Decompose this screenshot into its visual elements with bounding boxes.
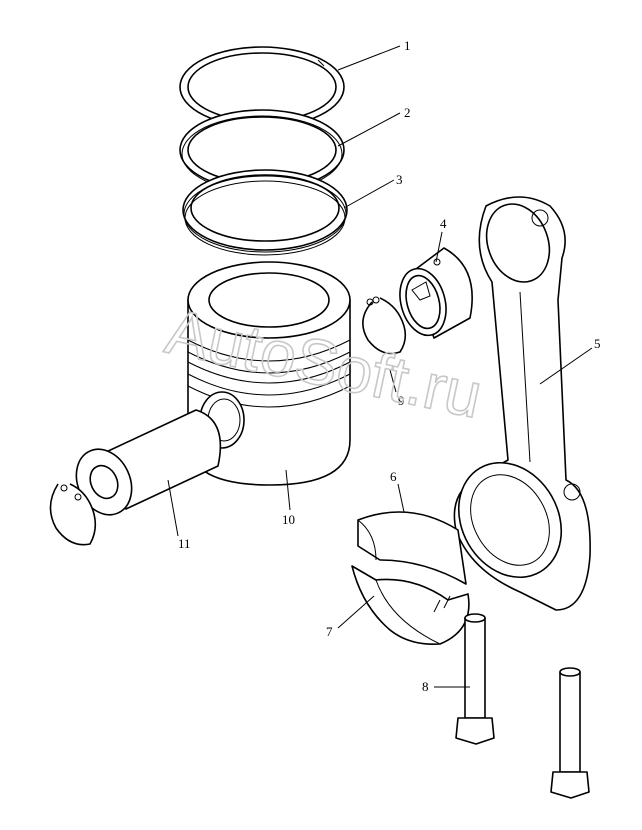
circlip-left bbox=[49, 483, 97, 546]
callout-2: 2 bbox=[404, 105, 411, 120]
callout-10: 10 bbox=[282, 512, 295, 527]
bearing-shell-lower bbox=[351, 565, 470, 646]
piston-ring-2 bbox=[179, 109, 345, 193]
callout-1: 1 bbox=[404, 38, 411, 53]
callout-9: 9 bbox=[398, 393, 405, 408]
callout-3: 3 bbox=[396, 172, 403, 187]
rod-bolt-2 bbox=[550, 667, 590, 799]
small-end-bushing bbox=[399, 247, 473, 339]
callout-6: 6 bbox=[390, 469, 397, 484]
callout-8: 8 bbox=[422, 679, 429, 694]
piston-ring-1 bbox=[179, 46, 345, 128]
piston-ring-3 bbox=[182, 169, 348, 256]
callout-7: 7 bbox=[326, 624, 333, 639]
connecting-rod bbox=[453, 196, 591, 611]
callout-4: 4 bbox=[440, 216, 447, 231]
bearing-shell-upper bbox=[357, 511, 467, 585]
callout-5: 5 bbox=[594, 336, 601, 351]
leader-lines bbox=[167, 45, 593, 688]
rod-bolt-1 bbox=[455, 613, 495, 745]
callout-11: 11 bbox=[178, 536, 191, 551]
circlip-9 bbox=[362, 296, 407, 355]
callout-labels: 1 2 3 4 5 6 7 8 9 10 11 bbox=[178, 38, 601, 694]
